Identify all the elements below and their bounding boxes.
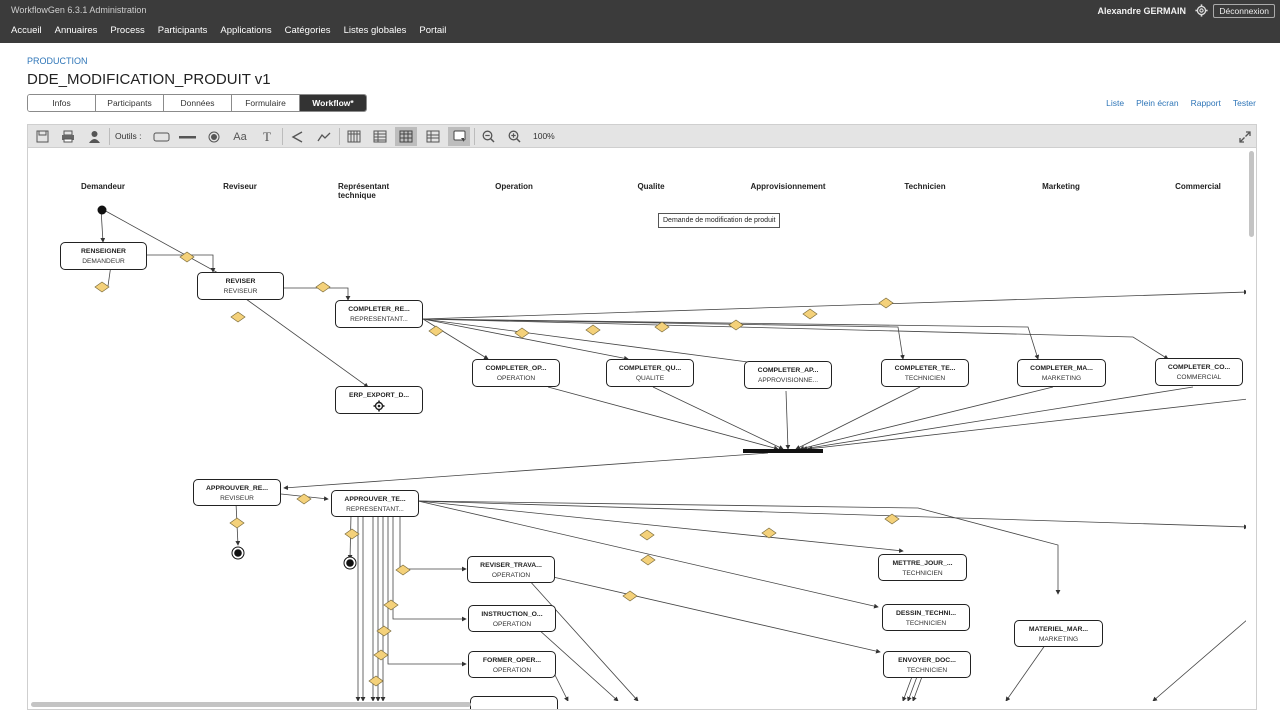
text-tool-icon[interactable]: Aa: [233, 130, 247, 143]
nav-participants[interactable]: Participants: [157, 25, 208, 36]
node-reviser-trava[interactable]: REVISER_TRAVA...OPERATION: [467, 556, 555, 583]
link-liste[interactable]: Liste: [1106, 98, 1125, 108]
comment-tool-icon[interactable]: [448, 127, 470, 146]
page-title: DDE_MODIFICATION_PRODUIT v1: [27, 71, 271, 88]
node-approuver-te[interactable]: APPROUVER_TE...REPRESENTANT...: [331, 490, 419, 517]
lane-qualite: Qualite: [637, 182, 665, 191]
node-dessin-techni[interactable]: DESSIN_TECHNI...TECHNICIEN: [882, 604, 970, 631]
user-name[interactable]: Alexandre GERMAIN: [1097, 6, 1186, 16]
node-partial[interactable]: [470, 696, 558, 709]
tab-bar: Infos Participants Données Formulaire Wo…: [27, 94, 367, 112]
node-materiel-mar[interactable]: MATERIEL_MAR...MARKETING: [1014, 620, 1103, 647]
tab-workflow[interactable]: Workflow*: [300, 95, 366, 111]
page-links: Liste Plein écran Rapport Tester: [1106, 98, 1256, 108]
zoom-out-icon[interactable]: [477, 127, 499, 146]
node-instruction-o[interactable]: INSTRUCTION_O...OPERATION: [468, 605, 556, 632]
logout-button[interactable]: Déconnexion: [1213, 4, 1275, 18]
end-tool-icon[interactable]: [203, 127, 225, 146]
nav-applications[interactable]: Applications: [220, 25, 272, 36]
zoom-in-icon[interactable]: [503, 127, 525, 146]
nav-accueil[interactable]: Accueil: [11, 25, 42, 36]
tab-formulaire[interactable]: Formulaire: [232, 95, 300, 111]
connections-layer: [94, 205, 1246, 701]
lane-approvisionnement: Approvisionnement: [750, 182, 826, 191]
grid-horizontal-icon[interactable]: [369, 127, 391, 146]
nav-annuaires[interactable]: Annuaires: [54, 25, 98, 36]
tab-infos[interactable]: Infos: [28, 95, 96, 111]
node-completer-ma[interactable]: COMPLETER_MA...MARKETING: [1017, 359, 1106, 387]
lane-operation: Operation: [495, 182, 533, 191]
grid-vertical-icon[interactable]: [343, 127, 365, 146]
node-erp-export[interactable]: ERP_EXPORT_D...: [335, 386, 423, 414]
action-tool-icon[interactable]: [150, 127, 172, 146]
grid-rows-icon[interactable]: [422, 127, 444, 146]
node-completer-qu[interactable]: COMPLETER_QU...QUALITE: [606, 359, 694, 387]
lane-technicien: Technicien: [904, 182, 946, 191]
save-icon[interactable]: [31, 127, 53, 146]
main-nav: Accueil Annuaires Process Participants A…: [11, 25, 459, 36]
grid-full-icon[interactable]: [395, 127, 417, 146]
link-rapport[interactable]: Rapport: [1190, 98, 1221, 108]
horizontal-scrollbar[interactable]: [31, 702, 471, 707]
tab-donnees[interactable]: Données: [164, 95, 232, 111]
sync-bar-tool-icon[interactable]: [176, 127, 198, 146]
node-mettre-jour[interactable]: METTRE_JOUR_...TECHNICIEN: [878, 554, 967, 581]
breadcrumb[interactable]: PRODUCTION: [27, 56, 88, 66]
node-completer-te[interactable]: COMPLETER_TE...TECHNICIEN: [881, 359, 969, 387]
node-former-oper[interactable]: FORMER_OPER...OPERATION: [468, 651, 556, 678]
fullscreen-icon[interactable]: [1234, 127, 1256, 146]
lane-demandeur: Demandeur: [80, 182, 125, 191]
participant-icon[interactable]: [83, 127, 105, 146]
node-completer-ap[interactable]: COMPLETER_AP...APPROVISIONNE...: [744, 361, 832, 389]
link-tester[interactable]: Tester: [1232, 98, 1256, 108]
lane-commercial: Commercial: [1175, 182, 1221, 191]
font-tool-icon[interactable]: T: [263, 128, 271, 144]
nav-listes-globales[interactable]: Listes globales: [343, 25, 407, 36]
top-bar: WorkflowGen 6.3.1 Administration Alexand…: [0, 0, 1280, 43]
node-completer-op[interactable]: COMPLETER_OP...OPERATION: [472, 359, 560, 387]
link-plein-ecran[interactable]: Plein écran: [1136, 98, 1179, 108]
node-completer-re[interactable]: COMPLETER_RE...REPRESENTANT...: [335, 300, 423, 328]
print-icon[interactable]: [57, 127, 79, 146]
diagram-caption[interactable]: Demande de modification de produit: [658, 213, 781, 228]
lane-reviseur: Reviseur: [223, 182, 257, 191]
zoom-level: 100%: [533, 131, 555, 141]
nav-portail[interactable]: Portail: [419, 25, 447, 36]
vertical-scrollbar[interactable]: [1249, 151, 1254, 237]
tab-participants[interactable]: Participants: [96, 95, 164, 111]
node-approuver-re[interactable]: APPROUVER_RE...REVISEUR: [193, 479, 281, 506]
workflow-designer: Outils : Aa T: [27, 124, 1257, 710]
nav-process[interactable]: Process: [110, 25, 145, 36]
node-completer-co[interactable]: COMPLETER_CO...COMMERCIAL: [1155, 358, 1243, 386]
workflow-canvas[interactable]: Demandeur Reviseur Représentant techniqu…: [28, 149, 1246, 709]
tools-label: Outils :: [115, 131, 142, 141]
app-title: WorkflowGen 6.3.1 Administration: [11, 5, 147, 15]
gear-icon[interactable]: [1195, 4, 1208, 17]
node-envoyer-doc[interactable]: ENVOYER_DOC...TECHNICIEN: [883, 651, 971, 678]
line-tool-icon[interactable]: [313, 127, 335, 146]
transition-tool-icon[interactable]: [286, 127, 308, 146]
nav-categories[interactable]: Catégories: [284, 25, 331, 36]
lane-representant-technique: Représentant technique: [338, 182, 390, 200]
gear-icon: [373, 400, 385, 412]
designer-toolbar: Outils : Aa T: [28, 125, 1256, 148]
lane-marketing: Marketing: [1042, 182, 1080, 191]
